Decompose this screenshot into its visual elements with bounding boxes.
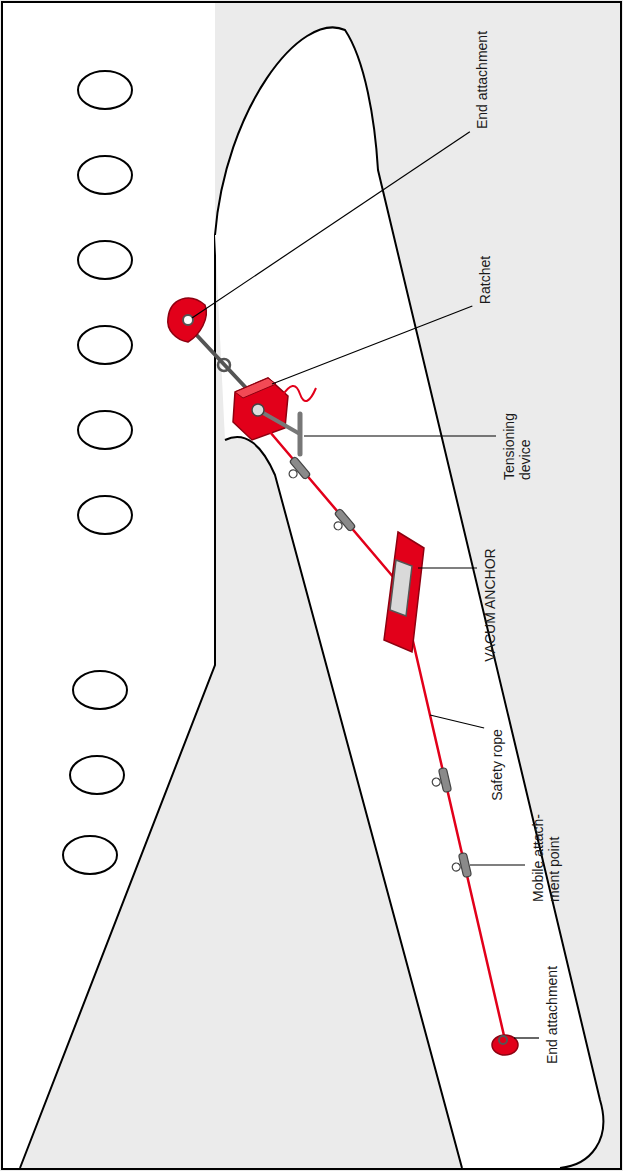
ratchet (233, 378, 288, 440)
fuselage (3, 3, 215, 1168)
part-label: VACUM ANCHOR (482, 548, 498, 661)
leader-line (272, 306, 472, 384)
part-label: Mobile attach- ment point (530, 802, 562, 902)
leader-line (418, 567, 477, 568)
fuselage-edge (20, 235, 215, 1168)
windows (63, 71, 132, 874)
wing (215, 27, 603, 1168)
wing-leading-edge (215, 27, 603, 1168)
leader-line (192, 132, 470, 318)
part-label: End attachment (544, 966, 560, 1064)
tensioning-device (252, 386, 316, 454)
leader-line (514, 1037, 539, 1038)
part-label: Safety rope (489, 729, 505, 801)
leader-line (470, 864, 525, 865)
leader-line (304, 435, 496, 436)
leader-line (430, 715, 484, 728)
wing-trailing-edge (225, 437, 462, 1168)
safety-rope (270, 432, 505, 1040)
part-label: Ratchet (477, 256, 493, 304)
vacuum-anchor (384, 532, 424, 652)
end-attachment-top (168, 298, 248, 390)
mobile-attachment-points (282, 456, 471, 879)
part-label: Tensioning device (501, 400, 533, 480)
part-label: End attachment (474, 31, 490, 129)
